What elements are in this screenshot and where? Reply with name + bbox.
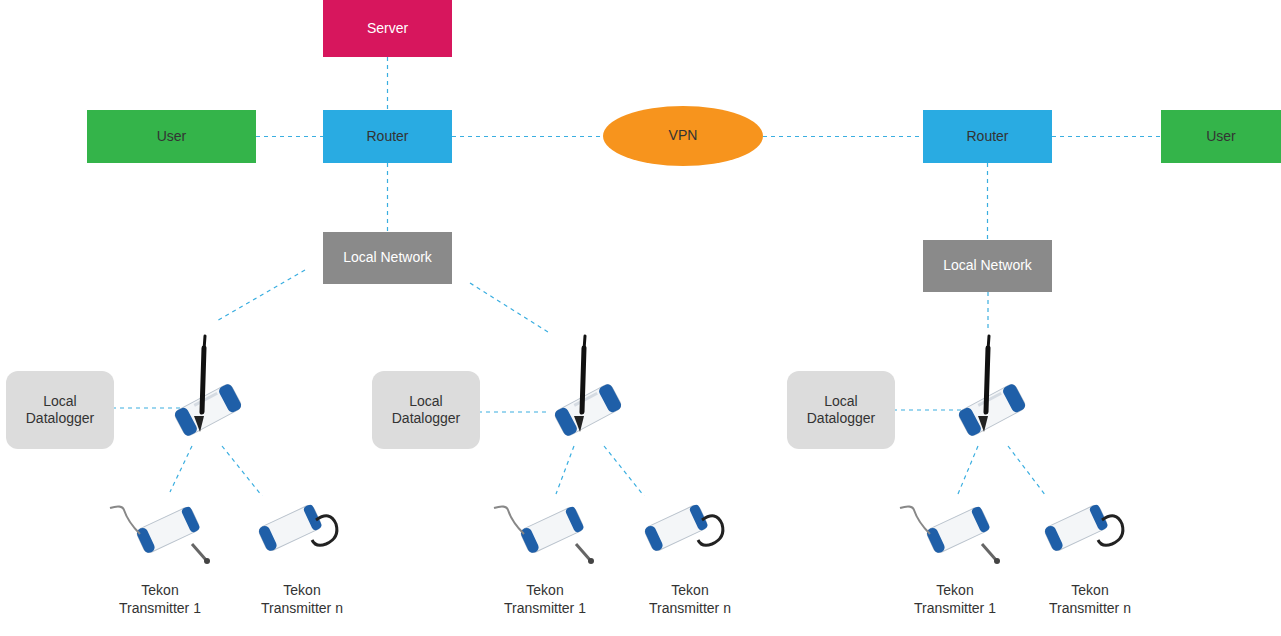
router-box: Router [923, 110, 1052, 163]
node-label: User [1206, 128, 1236, 146]
router-box: Router [323, 110, 452, 163]
network-link [763, 136, 923, 137]
datalogger-box: Local Datalogger [372, 371, 480, 449]
node-label: Local Datalogger [797, 393, 885, 428]
device-label: Tekon Transmitter n [640, 582, 740, 617]
link-lines [112, 270, 1046, 496]
device-label: Tekon Transmitter n [1040, 582, 1140, 617]
server-box: Server [323, 0, 452, 57]
node-label: Router [966, 128, 1008, 146]
user-box: User [1161, 110, 1281, 163]
device-label: Tekon Transmitter 1 [110, 582, 210, 617]
node-label: Local Network [343, 249, 432, 267]
network-link [387, 57, 388, 110]
datalogger-box: Local Datalogger [6, 371, 114, 449]
network-link [256, 136, 323, 137]
network-link [387, 163, 388, 232]
node-label: Local Network [943, 257, 1032, 275]
node-label: Router [366, 128, 408, 146]
network-link [987, 163, 988, 240]
datalogger-box: Local Datalogger [787, 371, 895, 449]
user-box: User [87, 110, 256, 163]
node-label: Local Datalogger [382, 393, 470, 428]
vpn-ellipse: VPN [603, 106, 763, 166]
device-label: Tekon Transmitter 1 [495, 582, 595, 617]
node-label: User [157, 128, 187, 146]
network-box: Local Network [323, 232, 452, 284]
network-box: Local Network [923, 240, 1052, 292]
network-link [1052, 136, 1161, 137]
device-label: Tekon Transmitter n [252, 582, 352, 617]
device-label: Tekon Transmitter 1 [905, 582, 1005, 617]
node-label: VPN [669, 127, 698, 145]
network-link [452, 136, 603, 137]
node-label: Local Datalogger [16, 393, 104, 428]
node-label: Server [367, 20, 408, 38]
